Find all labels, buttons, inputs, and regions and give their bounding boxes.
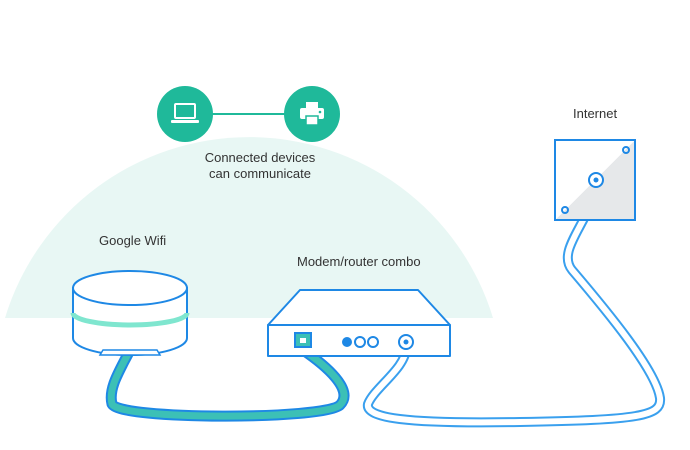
modem-router-device (267, 289, 451, 357)
status-light-icon (354, 336, 366, 348)
cables (105, 181, 666, 428)
status-light-icon (342, 337, 352, 347)
laptop-icon (157, 86, 213, 142)
connected-devices-label-line1: Connected devices (204, 150, 316, 165)
cable-wifi-to-modem (105, 344, 350, 422)
google-wifi-device (70, 270, 190, 356)
modem-router-label: Modem/router combo (297, 254, 421, 269)
coax-port-icon (398, 334, 414, 350)
connected-devices-group (157, 86, 340, 142)
internet-wall-plate (554, 139, 636, 221)
printer-icon (284, 86, 340, 142)
ethernet-port-icon (294, 332, 312, 348)
connected-devices-label: Connected devices can communicate (160, 150, 360, 182)
connected-devices-label-line2: can communicate (209, 166, 311, 181)
internet-label: Internet (573, 106, 618, 121)
google-wifi-label: Google Wifi (99, 233, 167, 248)
status-light-icon (367, 336, 379, 348)
wifi-light-ring (70, 312, 190, 328)
